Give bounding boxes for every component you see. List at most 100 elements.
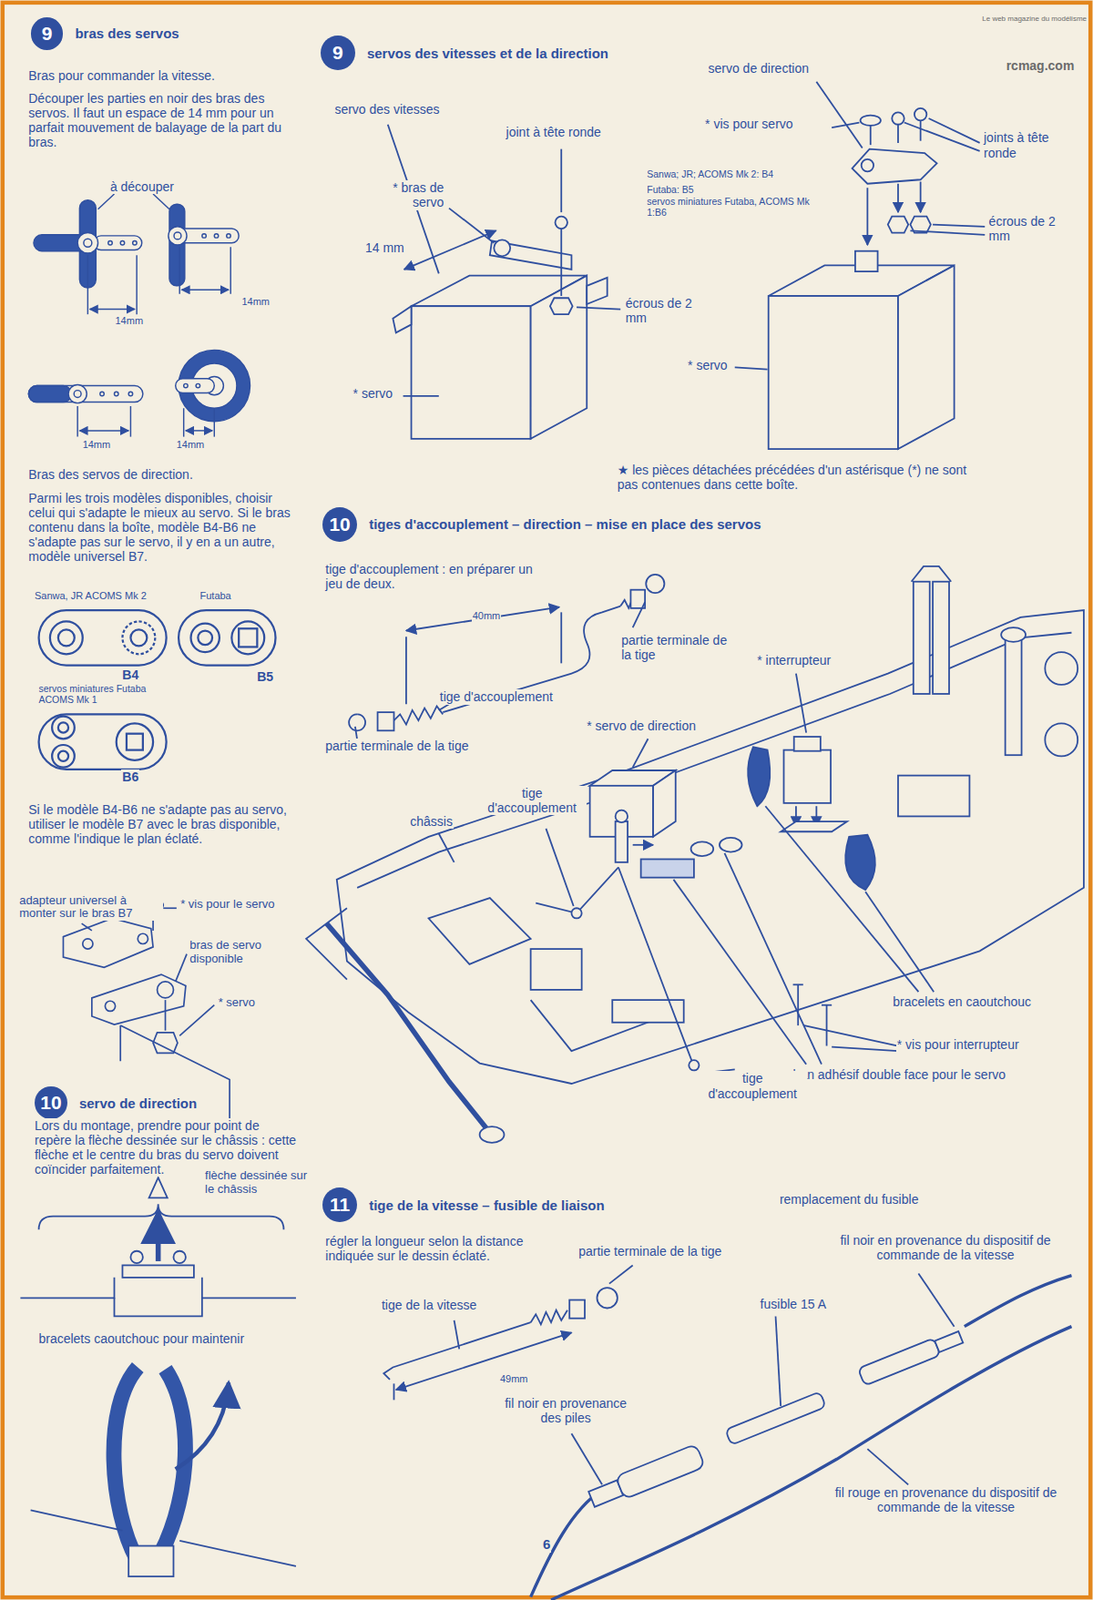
chassis-drawing (719, 837, 743, 853)
steering-alignment-drawing (113, 1297, 202, 1317)
part-label: servo de direction (706, 61, 810, 76)
servo-horn-drawing (58, 722, 69, 733)
chassis-drawing (480, 1126, 505, 1144)
servo-arm-drawing (178, 246, 180, 295)
chassis-drawing (337, 610, 1084, 1084)
universal-adapter-drawing (137, 933, 148, 944)
servo-box-drawing (768, 296, 899, 450)
servo-arm-drawing (28, 194, 250, 438)
part-label: tige d'accouplement (439, 689, 554, 705)
chassis-drawing (615, 821, 628, 863)
step-title: servo de direction (77, 1095, 199, 1112)
servo-arm-drawing (132, 240, 137, 245)
servo-box-drawing (852, 149, 938, 184)
universal-adapter-drawing (62, 899, 230, 1123)
servo-box-drawing (531, 275, 588, 440)
universal-adapter-drawing (157, 981, 174, 999)
servo-box-drawing (861, 159, 874, 172)
servo-box-drawing (904, 122, 981, 152)
chassis-drawing (1001, 627, 1026, 643)
speed-rod-fuse-drawing (531, 1310, 568, 1326)
note-text: joints à tête ronde (982, 130, 1062, 160)
servo-horn-drawing (58, 751, 69, 762)
servo-box-drawing (735, 367, 768, 369)
chassis-drawing (747, 746, 770, 807)
servo-arm-drawing (113, 391, 118, 396)
chassis-drawing (1005, 637, 1022, 756)
note-text: tige d'accouplement (697, 1071, 807, 1101)
servo-arm-drawing (98, 194, 115, 210)
servo-box-drawing (403, 395, 440, 398)
servo-horn-drawing (50, 621, 83, 654)
chassis-drawing (845, 835, 876, 891)
servo-box-drawing (914, 108, 927, 121)
step-heading-group: 11tige de la vitesse – fusible de liaiso… (322, 1187, 607, 1223)
chassis-drawing (633, 738, 649, 767)
step-number: 9 (320, 35, 356, 71)
steering-alignment-drawing (30, 1510, 297, 1567)
steering-alignment-drawing (155, 1212, 162, 1262)
steering-alignment-drawing (130, 1251, 143, 1264)
chassis-drawing (535, 867, 619, 913)
servo-arm-drawing (183, 408, 184, 437)
note-text: adapteur universel à monter sur le bras … (18, 894, 164, 922)
note-text: Parmi les trois modèles disponibles, cho… (27, 490, 293, 564)
chassis-drawing (429, 898, 532, 965)
part-label: ruban adhésif double face pour le servo (780, 1067, 1007, 1083)
servo-box-drawing (831, 122, 859, 129)
universal-adapter-drawing (104, 1001, 115, 1012)
part-label: Sanwa, JR ACOMS Mk 2 (33, 590, 148, 603)
servo-arm-drawing (153, 194, 170, 210)
chassis-drawing (932, 582, 950, 695)
servo-horn-drawing (39, 714, 167, 770)
servo-box-drawing (816, 81, 862, 149)
chassis-drawing (393, 705, 443, 725)
universal-adapter-drawing (62, 918, 154, 968)
chassis-drawing (641, 858, 695, 878)
part-label: joint à tête ronde (505, 124, 603, 140)
chassis-drawing (653, 770, 676, 838)
step-heading-group: 9bras des servos (30, 17, 182, 51)
note-text: flèche dessinée sur le châssis (204, 1169, 308, 1197)
chassis-drawing (571, 908, 582, 919)
part-label: 49mm (499, 1373, 530, 1386)
universal-adapter-drawing (175, 954, 187, 982)
step-title: tiges d'accouplement – direction – mise … (367, 516, 763, 532)
part-label: 14mm (81, 439, 113, 451)
note-text: fil rouge en provenance du dispositif de… (822, 1485, 1070, 1515)
part-label: 6 (541, 1536, 552, 1553)
part-label: B6 (121, 769, 140, 785)
speed-rod-fuse-drawing (587, 1444, 706, 1512)
part-label: * interrupteur (755, 653, 832, 668)
servo-box-drawing (560, 228, 562, 297)
speed-rod-fuse-drawing (454, 1320, 460, 1349)
servo-arm-drawing (175, 378, 215, 394)
servo-box-drawing (388, 81, 985, 450)
watermark: Le web magazine du modélisme (980, 14, 1088, 23)
chassis-drawing (531, 949, 583, 991)
servo-box-drawing (919, 182, 922, 214)
chassis-drawing (357, 633, 1072, 889)
servo-arm-drawing (183, 383, 188, 388)
speed-rod-fuse-drawing (776, 1316, 782, 1407)
chassis-drawing (865, 891, 934, 992)
chassis-drawing (898, 776, 970, 818)
part-label: B4 (121, 667, 140, 683)
chassis-drawing (645, 574, 664, 593)
servo-horn-drawing (58, 629, 75, 646)
servo-horn-drawing (130, 629, 147, 646)
part-label: * vis pour le servo (179, 898, 276, 912)
servo-horn-drawing (126, 734, 144, 751)
servo-horn-drawing (197, 631, 213, 646)
chassis-drawing (796, 984, 799, 1026)
part-label: partie terminale de la tige (324, 738, 470, 754)
chassis-drawing (821, 1004, 832, 1007)
servo-arm-drawing (79, 429, 129, 431)
part-label: bracelets caoutchouc pour maintenir (37, 1331, 246, 1347)
note-text: ★ les pièces détachées précédées d'un as… (616, 462, 976, 492)
chassis-drawing (355, 726, 358, 741)
part-label: à découper (109, 179, 175, 195)
servo-box-drawing (493, 239, 511, 256)
chassis-drawing (633, 844, 654, 847)
servo-box-drawing (909, 230, 985, 235)
